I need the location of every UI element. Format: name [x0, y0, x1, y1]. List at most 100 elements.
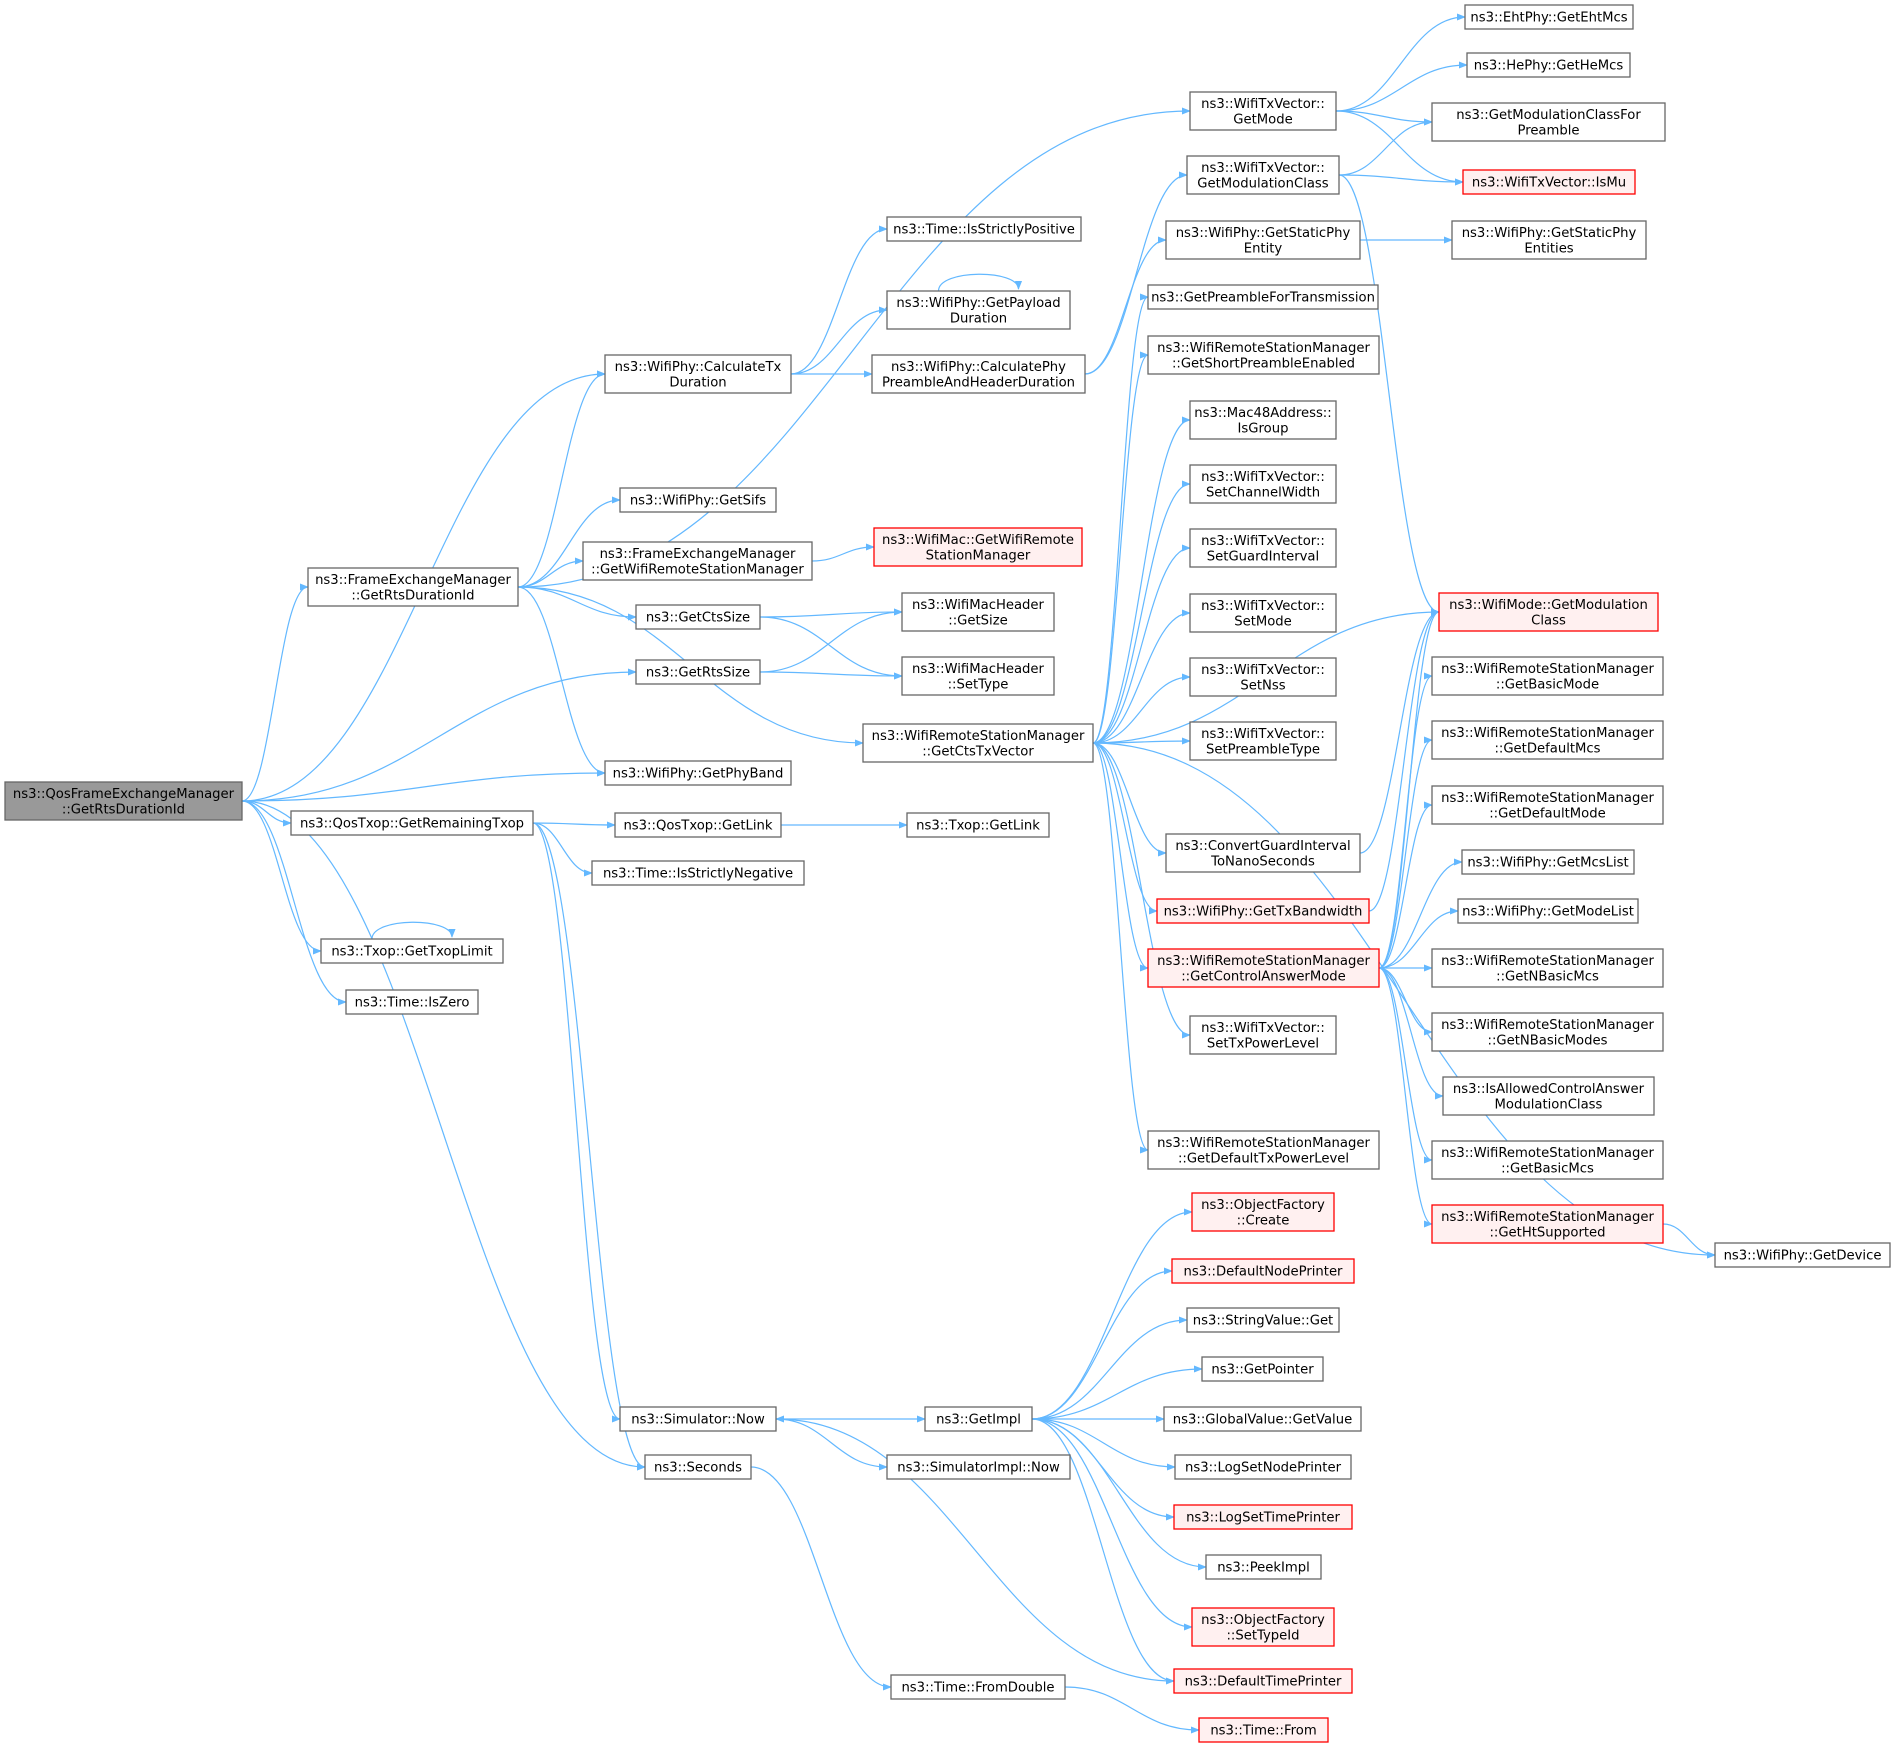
node-getdevice[interactable]: ns3::WifiPhy::GetDevice [1714, 1242, 1891, 1268]
node-label: ns3::WifiRemoteStationManager [1441, 1146, 1654, 1161]
node-logsettime[interactable]: ns3::LogSetTimePrinter [1173, 1504, 1353, 1530]
node-fem-getrts[interactable]: ns3::FrameExchangeManager::GetRtsDuratio… [307, 567, 519, 607]
call-edge [371, 921, 456, 940]
node-box [1189, 528, 1337, 568]
node-getdefmode[interactable]: ns3::WifiRemoteStationManager::GetDefaul… [1431, 785, 1664, 825]
node-box [1442, 1076, 1655, 1116]
node-label: ns3::Time::IsStrictlyPositive [893, 223, 1075, 238]
node-getnbasicmodes[interactable]: ns3::WifiRemoteStationManager::GetNBasic… [1431, 1012, 1664, 1052]
node-getdefmcs[interactable]: ns3::WifiRemoteStationManager::GetDefaul… [1431, 720, 1664, 760]
node-isallowed[interactable]: ns3::IsAllowedControlAnswerModulationCla… [1442, 1076, 1655, 1116]
node-getsifs[interactable]: ns3::WifiPhy::GetSifs [619, 487, 777, 513]
node-label: ns3::WifiPhy::GetStaticPhy [1462, 226, 1637, 241]
node-label: ns3::WifiRemoteStationManager [1157, 341, 1370, 356]
node-box [1431, 1204, 1664, 1244]
node-box [901, 592, 1055, 632]
node-label: ns3::Simulator::Now [631, 1413, 765, 1428]
node-defnodeprinter[interactable]: ns3::DefaultNodePrinter [1171, 1258, 1355, 1284]
node-getrtssize[interactable]: ns3::GetRtsSize [635, 659, 761, 685]
node-ehtmcs[interactable]: ns3::EhtPhy::GetEhtMcs [1464, 4, 1634, 30]
node-modegetmodclass[interactable]: ns3::WifiMode::GetModulationClass [1438, 592, 1659, 632]
node-getpreamblefortx[interactable]: ns3::GetPreambleForTransmission [1147, 284, 1379, 310]
node-isgroup[interactable]: ns3::Mac48Address::IsGroup [1189, 400, 1337, 440]
node-getremtxop[interactable]: ns3::QosTxop::GetRemainingTxop [290, 810, 534, 836]
node-box [1451, 220, 1647, 260]
node-ofcreate[interactable]: ns3::ObjectFactory::Create [1191, 1192, 1335, 1232]
node-gvgetvalue[interactable]: ns3::GlobalValue::GetValue [1163, 1406, 1362, 1432]
node-getdeftxpow[interactable]: ns3::WifiRemoteStationManager::GetDefaul… [1147, 1130, 1380, 1170]
node-hemcs[interactable]: ns3::HePhy::GetHeMcs [1466, 52, 1631, 78]
node-iszero[interactable]: ns3::Time::IsZero [345, 989, 479, 1015]
node-peekimpl[interactable]: ns3::PeekImpl [1205, 1554, 1322, 1580]
node-root[interactable]: ns3::QosFrameExchangeManager::GetRtsDura… [4, 781, 243, 821]
node-qosgetlink[interactable]: ns3::QosTxop::GetLink [614, 812, 782, 838]
node-getctssize[interactable]: ns3::GetCtsSize [635, 604, 761, 630]
node-setmode[interactable]: ns3::WifiTxVector::SetMode [1189, 593, 1337, 633]
node-logsetnode[interactable]: ns3::LogSetNodePrinter [1174, 1454, 1352, 1480]
node-label: ns3::WifiTxVector:: [1201, 161, 1325, 176]
node-box [1462, 169, 1636, 195]
node-txvgetmode[interactable]: ns3::WifiTxVector::GetMode [1189, 91, 1337, 131]
node-getwrsm[interactable]: ns3::FrameExchangeManager::GetWifiRemote… [582, 541, 813, 581]
node-hdrsettype[interactable]: ns3::WifiMacHeader::SetType [901, 656, 1055, 696]
node-seconds[interactable]: ns3::Seconds [644, 1454, 752, 1480]
node-label: ns3::LogSetTimePrinter [1186, 1511, 1340, 1526]
node-getctrlans[interactable]: ns3::WifiRemoteStationManager::GetContro… [1147, 948, 1380, 988]
node-label: ns3::ObjectFactory [1201, 1198, 1325, 1213]
node-stringget[interactable]: ns3::StringValue::Get [1186, 1307, 1340, 1333]
node-ofsettypeid[interactable]: ns3::ObjectFactory::SetTypeId [1191, 1607, 1335, 1647]
call-edge [1064, 1686, 1200, 1734]
node-getmcslist[interactable]: ns3::WifiPhy::GetMcsList [1461, 849, 1635, 875]
node-setchwidth[interactable]: ns3::WifiTxVector::SetChannelWidth [1189, 464, 1337, 504]
node-label: ns3::WifiPhy::GetModeList [1462, 905, 1634, 920]
call-edge [1378, 967, 1433, 1164]
node-setgi[interactable]: ns3::WifiTxVector::SetGuardInterval [1189, 528, 1337, 568]
node-getshortpre[interactable]: ns3::WifiRemoteStationManager::GetShortP… [1147, 335, 1380, 375]
node-simnow[interactable]: ns3::Simulator::Now [619, 1406, 777, 1432]
node-setpretype[interactable]: ns3::WifiTxVector::SetPreambleType [1189, 721, 1337, 761]
node-label: GetMode [1233, 112, 1292, 127]
node-label: Preamble [1517, 123, 1579, 138]
node-gettxbw[interactable]: ns3::WifiPhy::GetTxBandwidth [1156, 898, 1370, 924]
node-setnss[interactable]: ns3::WifiTxVector::SetNss [1189, 657, 1337, 697]
node-timefrom[interactable]: ns3::Time::From [1198, 1717, 1329, 1743]
node-settxpower[interactable]: ns3::WifiTxVector::SetTxPowerLevel [1189, 1015, 1337, 1055]
node-getbasicmode[interactable]: ns3::WifiRemoteStationManager::GetBasicM… [1431, 656, 1664, 696]
node-getphyband[interactable]: ns3::WifiPhy::GetPhyBand [604, 760, 792, 786]
node-hdrgetsize[interactable]: ns3::WifiMacHeader::GetSize [901, 592, 1055, 632]
node-getpointer[interactable]: ns3::GetPointer [1201, 1356, 1324, 1382]
node-gettxoplimit[interactable]: ns3::Txop::GetTxopLimit [320, 938, 504, 964]
node-getbasicmcs[interactable]: ns3::WifiRemoteStationManager::GetBasicM… [1431, 1140, 1664, 1180]
node-txvismu[interactable]: ns3::WifiTxVector::IsMu [1462, 169, 1636, 195]
node-label: GetModulationClass [1197, 176, 1329, 191]
node-getctstxvec[interactable]: ns3::WifiRemoteStationManager::GetCtsTxV… [862, 723, 1094, 763]
node-isstrictpos[interactable]: ns3::Time::IsStrictlyPositive [886, 216, 1082, 242]
node-box [1191, 1192, 1335, 1232]
node-gethtsupp[interactable]: ns3::WifiRemoteStationManager::GetHtSupp… [1431, 1204, 1664, 1244]
node-simimplnow[interactable]: ns3::SimulatorImpl::Now [886, 1454, 1071, 1480]
node-deftimeprinter[interactable]: ns3::DefaultTimePrinter [1173, 1668, 1353, 1694]
node-getnbasicmcs[interactable]: ns3::WifiRemoteStationManager::GetNBasic… [1431, 948, 1664, 988]
node-label: Entity [1244, 241, 1283, 256]
node-label: ns3::ObjectFactory [1201, 1613, 1325, 1628]
node-txopgetlink[interactable]: ns3::Txop::GetLink [906, 812, 1050, 838]
node-label: ::GetDefaultTxPowerLevel [1178, 1151, 1349, 1166]
node-getmodelist[interactable]: ns3::WifiPhy::GetModeList [1457, 898, 1639, 924]
node-isstrictneg[interactable]: ns3::Time::IsStrictlyNegative [591, 860, 805, 886]
node-fromdouble[interactable]: ns3::Time::FromDouble [890, 1674, 1066, 1700]
call-edge [750, 1466, 892, 1691]
node-txvgetmodclass[interactable]: ns3::WifiTxVector::GetModulationClass [1186, 155, 1340, 195]
node-label: ::Create [1237, 1213, 1290, 1228]
node-macgetwrsm[interactable]: ns3::WifiMac::GetWifiRemoteStationManage… [873, 527, 1083, 567]
node-calcphypre[interactable]: ns3::WifiPhy::CalculatePhyPreambleAndHea… [871, 354, 1086, 394]
node-box [1171, 1258, 1355, 1284]
node-label: SetTxPowerLevel [1207, 1036, 1319, 1051]
node-getimpl[interactable]: ns3::GetImpl [924, 1406, 1033, 1432]
call-edge [532, 822, 593, 877]
